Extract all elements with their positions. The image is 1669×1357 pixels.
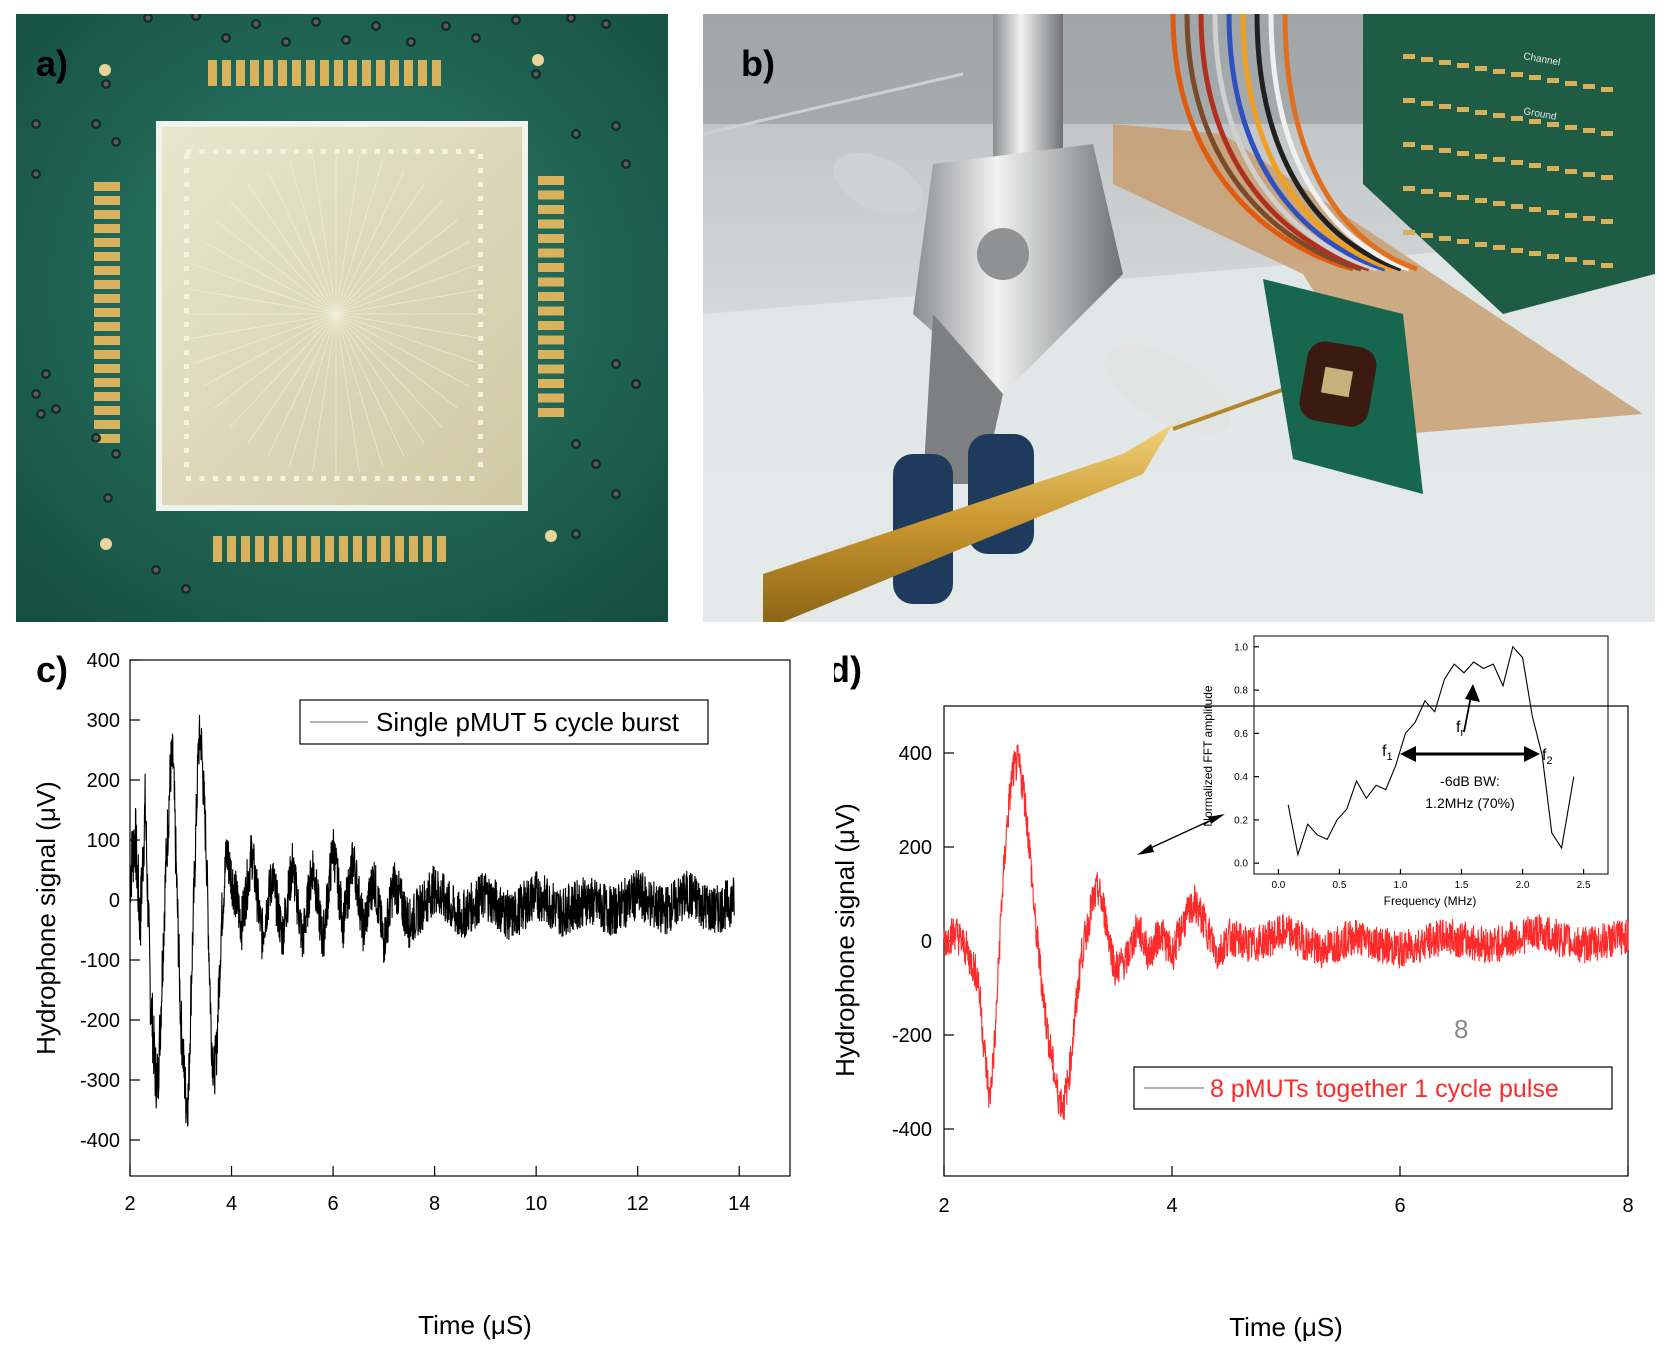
y-tick-label: -100 <box>80 950 120 972</box>
pads-left <box>94 182 120 443</box>
thin-rod <box>702 72 964 136</box>
y-tick-label: 200 <box>899 837 932 859</box>
x-axis-c: 2 4 6 8 10 12 14 <box>124 1166 750 1215</box>
y-axis-c: 400 300 200 100 0 -100 -200 -300 -400 <box>80 650 140 1152</box>
x-tick-label: 2 <box>938 1195 949 1217</box>
chip-bond-pads <box>184 149 483 481</box>
bandwidth-arrow <box>1400 746 1540 762</box>
legend-text-c: Single pMUT 5 cycle burst <box>376 707 680 737</box>
header-pins <box>1403 54 1613 268</box>
chart-d-svg: d) 400 200 0 -200 -400 2 4 6 8 8 8 pMUTs togeth… <box>828 635 1634 1342</box>
photo-a-illustration: a) <box>16 11 668 622</box>
clamp-screw <box>977 228 1029 280</box>
series-trace-c <box>129 714 735 1127</box>
pmut-die <box>1320 366 1354 398</box>
x-axis-label-d: Time (μS) <box>1229 1312 1343 1342</box>
legend-d: 8 pMUTs together 1 cycle pulse <box>1133 1066 1613 1110</box>
x-tick-label: 2 <box>124 1193 135 1215</box>
fr-arrow <box>1463 684 1480 733</box>
y-tick-label: 100 <box>87 830 120 852</box>
series-trace-d <box>943 744 1629 1120</box>
plot-frame-c <box>129 659 791 1177</box>
y-tick-label: -400 <box>80 1130 120 1152</box>
legend-box-d <box>1133 1066 1613 1110</box>
inset-x-axis: 0.0 0.5 1.0 1.5 2.0 2.5 <box>1271 869 1591 891</box>
chart-c: c) 400 300 200 100 0 -100 -200 -300 -400 2 4 6 8 10 1… <box>0 630 834 1352</box>
label-bw-line2: 1.2MHz (70%) <box>1425 795 1514 811</box>
y-tick-label: 400 <box>899 743 932 765</box>
photo-b-illustration: Channel Ground b) <box>702 13 1655 622</box>
y-axis-label-c: Hydrophone signal (μV) <box>31 781 61 1055</box>
y-tick-label: 300 <box>87 710 120 732</box>
x-tick-label: 12 <box>627 1193 649 1215</box>
x-tick-label: 1.0 <box>1394 880 1408 891</box>
label-f1: f1 <box>1382 743 1393 763</box>
chart-c-svg: c) 400 300 200 100 0 -100 -200 -300 -400 2 4 6 8 10 1… <box>31 649 791 1340</box>
pads-top <box>208 60 441 86</box>
x-tick-label: 1.5 <box>1455 880 1469 891</box>
x-tick-label: 8 <box>429 1193 440 1215</box>
y-tick-label: 1.0 <box>1234 642 1248 653</box>
label-bw-line1: -6dB BW: <box>1440 773 1500 789</box>
hydrophone <box>763 424 1173 622</box>
pads-bottom <box>213 536 446 562</box>
y-tick-label: 0 <box>109 890 120 912</box>
x-tick-label: 2.5 <box>1577 880 1591 891</box>
y-axis-label-d: Hydrophone signal (μV) <box>834 803 860 1077</box>
label-fr: fr <box>1456 719 1464 739</box>
tape <box>1113 124 1643 434</box>
x-tick-label: 6 <box>1394 1195 1405 1217</box>
y-tick-label: -400 <box>892 1119 932 1141</box>
legend-text-d: 8 pMUTs together 1 cycle pulse <box>1210 1075 1559 1103</box>
x-tick-label: 0.5 <box>1332 880 1346 891</box>
photo-b-measurement-setup: Channel Ground b) <box>702 13 1655 622</box>
legend-c: Single pMUT 5 cycle burst <box>299 699 709 745</box>
x-tick-label: 0.0 <box>1271 880 1285 891</box>
y-tick-label: 0.2 <box>1234 815 1248 826</box>
panel-label-a: a) <box>36 43 68 84</box>
y-tick-label: -200 <box>892 1025 932 1047</box>
wires <box>1170 13 1418 272</box>
x-tick-label: 2.0 <box>1516 880 1530 891</box>
y-tick-label: 0 <box>921 931 932 953</box>
annotation-d: 8 <box>1454 1014 1468 1044</box>
thumb-screw-left <box>833 152 923 216</box>
y-axis-d: 400 200 0 -200 -400 <box>892 743 954 1141</box>
inset-frame <box>1253 635 1609 875</box>
y-tick-label: 400 <box>87 650 120 672</box>
thumb-screw-right <box>1105 344 1231 434</box>
panel-label-b: b) <box>741 43 775 84</box>
y-tick-label: 0.4 <box>1234 772 1248 783</box>
y-tick-label: 200 <box>87 770 120 792</box>
x-axis-label-c: Time (μS) <box>418 1310 532 1340</box>
inset-y-axis: 1.0 0.8 0.6 0.4 0.2 0.0 <box>1234 642 1259 870</box>
x-tick-label: 10 <box>525 1193 547 1215</box>
inset-pointer-arrow <box>1137 814 1225 855</box>
x-tick-label: 8 <box>1622 1195 1633 1217</box>
inset-y-axis-label: Normalized FFT amplitude <box>1201 685 1215 826</box>
label-f2: f2 <box>1542 747 1553 767</box>
x-tick-label: 6 <box>328 1193 339 1215</box>
y-tick-label: 0.8 <box>1234 686 1248 697</box>
chart-d: d) 400 200 0 -200 -400 2 4 6 8 8 8 pMUTs togeth… <box>828 630 1669 1352</box>
photo-a-chip-on-pcb: a) <box>16 11 668 622</box>
hydrophone-tip <box>1172 384 1294 431</box>
pads-right <box>538 176 564 417</box>
inset-x-axis-label: Frequency (MHz) <box>1384 894 1477 908</box>
x-tick-label: 14 <box>728 1193 750 1215</box>
x-tick-label: 4 <box>226 1193 237 1215</box>
panel-label-d: d) <box>834 649 862 690</box>
y-tick-label: -300 <box>80 1070 120 1092</box>
y-tick-label: 0.0 <box>1234 859 1248 870</box>
x-axis-d: 2 4 6 8 <box>938 1166 1634 1217</box>
vias <box>31 11 641 594</box>
inset-fft: 1.0 0.8 0.6 0.4 0.2 0.0 0.0 0.5 1.0 1.5 2.0 2.5 Fr… <box>1201 635 1609 908</box>
inset-series-trace <box>1287 645 1575 857</box>
chip-traces <box>186 154 486 474</box>
x-tick-label: 4 <box>1166 1195 1177 1217</box>
connector-board <box>1363 14 1655 314</box>
panel-label-c: c) <box>36 649 68 690</box>
y-tick-label: -200 <box>80 1010 120 1032</box>
y-tick-label: 0.6 <box>1234 729 1248 740</box>
